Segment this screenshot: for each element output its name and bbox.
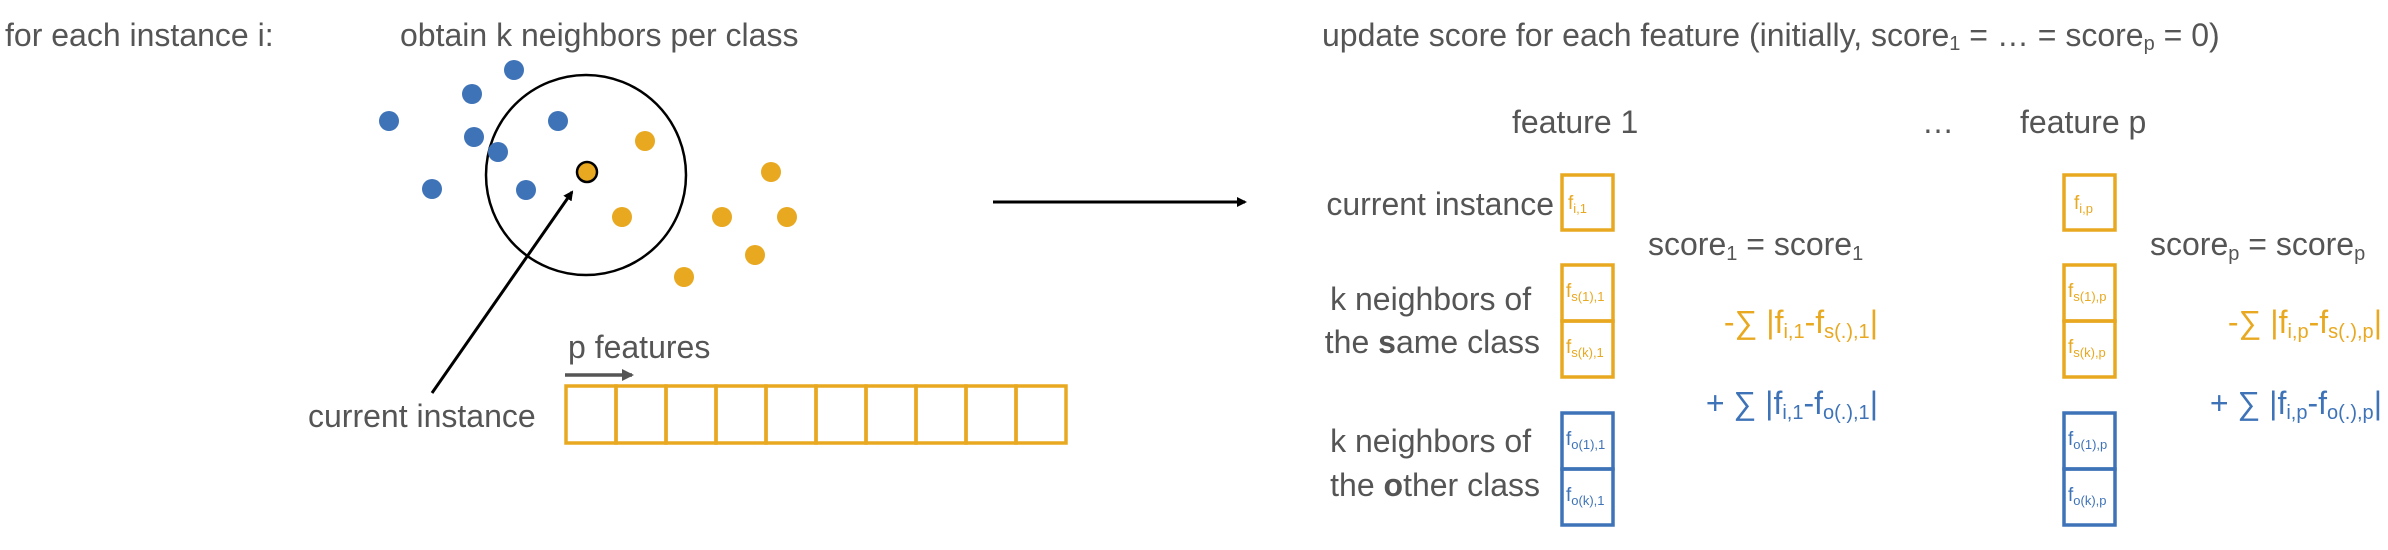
blue-point (462, 84, 482, 104)
feature-cell (914, 384, 968, 445)
feature-cell (714, 384, 768, 445)
cell-f-sk-1 (1560, 319, 1615, 379)
orange-point (612, 207, 632, 227)
features-label: p features (568, 329, 710, 365)
feature-cell (614, 384, 668, 445)
feature-cell (1014, 384, 1068, 445)
feature-1-column: fi,1 fs(1),1 fs(k),1 fo(1),1 fo(k),1 (1560, 173, 1615, 527)
blue-points (379, 60, 568, 200)
loop-label: for each instance i: (5, 17, 274, 53)
orange-point (761, 162, 781, 182)
feature-p-formula: scorep = scorep -∑ |fi,p-fs(.),p| + ∑ |f… (2150, 226, 2382, 424)
cell-f-i-1 (1560, 173, 1615, 232)
cell-f-i-p (2062, 173, 2117, 232)
cell-f-ok-p (2062, 467, 2117, 527)
same-class-penalty-term: -∑ |fi,p-fs(.),p| (2228, 304, 2382, 343)
feature-cell (664, 384, 718, 445)
current-instance-pointer-arrow (430, 190, 574, 394)
blue-point (422, 179, 442, 199)
feature-cell (764, 384, 818, 445)
cell-label: fo(k),1 (1566, 485, 1605, 508)
feature-cell (814, 384, 868, 445)
orange-point (712, 207, 732, 227)
cell-label: fs(1),p (2068, 281, 2107, 304)
cell-label: fi,p (2074, 193, 2093, 216)
cell-label: fo(1),p (2068, 429, 2107, 452)
cell-f-sk-p (2062, 319, 2117, 379)
orange-points (612, 131, 797, 287)
feature-1-header: feature 1 (1512, 104, 1638, 140)
blue-point (464, 127, 484, 147)
ellipsis: … (1922, 104, 1954, 140)
orange-point (635, 131, 655, 151)
feature-p-column: fi,p fs(1),p fs(k),p fo(1),p fo(k),p (2062, 173, 2117, 527)
right-panel: update score for each feature (initially… (1322, 17, 2382, 527)
other-class-reward-term: + ∑ |fi,p-fo(.),p| (2210, 385, 2382, 424)
neighbors-title: obtain k neighbors per class (400, 17, 798, 53)
orange-point (777, 207, 797, 227)
update-title: update score for each feature (initially… (1322, 17, 2220, 55)
row-label-same-class: k neighbors of the same class (1325, 281, 1540, 360)
blue-point (488, 142, 508, 162)
same-class-penalty-term: -∑ |fi,1-fs(.),1| (1724, 304, 1878, 343)
orange-point (745, 245, 765, 265)
cell-f-ok-1 (1560, 467, 1615, 527)
cell-label: fs(k),p (2068, 337, 2106, 360)
other-class-reward-term: + ∑ |fi,1-fo(.),1| (1706, 385, 1878, 424)
cell-label: fo(k),p (2068, 485, 2107, 508)
feature-cell (564, 384, 618, 445)
cell-label: fi,1 (1568, 193, 1587, 216)
neighborhood-circle (484, 73, 688, 277)
left-panel: for each instance i: obtain k neighbors … (5, 17, 1068, 445)
feature-vector (564, 384, 1068, 445)
blue-point (516, 180, 536, 200)
row-label-other-class: k neighbors of the other class (1330, 423, 1540, 503)
row-label-current-instance: current instance (1326, 186, 1554, 222)
cell-label: fo(1),1 (1566, 429, 1605, 452)
feature-p-header: feature p (2020, 104, 2146, 140)
current-instance-point (575, 160, 599, 184)
feature-cell (964, 384, 1018, 445)
feature-cell (864, 384, 918, 445)
cell-label: fs(k),1 (1566, 337, 1604, 360)
blue-point (548, 111, 568, 131)
feature-1-formula: score1 = score1 -∑ |fi,1-fs(.),1| + ∑ |f… (1648, 226, 1878, 424)
cell-label: fs(1),1 (1566, 281, 1605, 304)
blue-point (379, 111, 399, 131)
current-instance-label: current instance (308, 398, 536, 434)
score-update-equation: scorep = scorep (2150, 226, 2365, 265)
blue-point (504, 60, 524, 80)
orange-point (674, 267, 694, 287)
score-update-equation: score1 = score1 (1648, 226, 1863, 265)
